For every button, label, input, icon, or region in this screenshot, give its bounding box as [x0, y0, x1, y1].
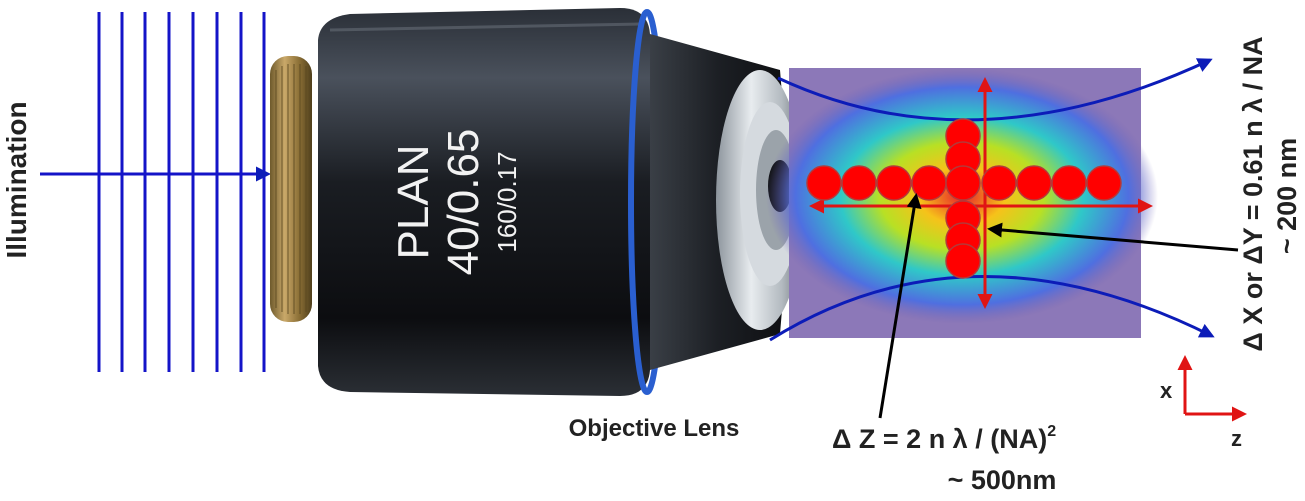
axis-z-label: z: [1231, 426, 1242, 451]
lens-barrel: [318, 8, 650, 396]
beam-envelope-bottom: [769, 275, 1215, 342]
coordinate-axes: x z: [1160, 355, 1247, 451]
psf-dot: [806, 165, 842, 201]
axial-pointer: [878, 193, 922, 419]
wavefront-lines: [97, 12, 266, 372]
psf-dot: [876, 165, 912, 201]
axial-approx: ~ 500nm: [948, 465, 1057, 495]
psf-dot: [1086, 165, 1122, 201]
lens-thread: [270, 56, 312, 322]
psf-dot: [911, 165, 947, 201]
axial-formula-main: Δ Z = 2 n λ / (NA): [832, 424, 1047, 454]
psf-dot: [1051, 165, 1087, 201]
lateral-pointer: [987, 222, 1239, 252]
axial-formula: Δ Z = 2 n λ / (NA)2: [832, 423, 1056, 454]
psf-dot: [1016, 165, 1052, 201]
psf-dot: [841, 165, 877, 201]
psf-dot: [981, 165, 1017, 201]
lens-text-line3: 160/0.17: [492, 151, 522, 252]
psf-dot: [945, 243, 981, 279]
objective-lens-label: Objective Lens: [569, 415, 740, 442]
psf-dots: [806, 118, 1122, 279]
axial-formula-superscript: 2: [1047, 423, 1056, 440]
illumination-label: Illumination: [1, 101, 32, 258]
axis-x-label: x: [1160, 378, 1173, 403]
lens-engraving: PLAN 40/0.65 160/0.17: [389, 129, 522, 276]
lens-text-line1: PLAN: [389, 145, 438, 260]
lateral-formula: Δ X or ΔY = 0.61 n λ / NA: [1238, 36, 1268, 351]
lateral-approx: ~ 200 nm: [1272, 138, 1302, 254]
objective-lens: PLAN 40/0.65 160/0.17: [270, 8, 804, 396]
psf-dot: [945, 165, 981, 201]
lens-text-line2: 40/0.65: [439, 129, 488, 276]
